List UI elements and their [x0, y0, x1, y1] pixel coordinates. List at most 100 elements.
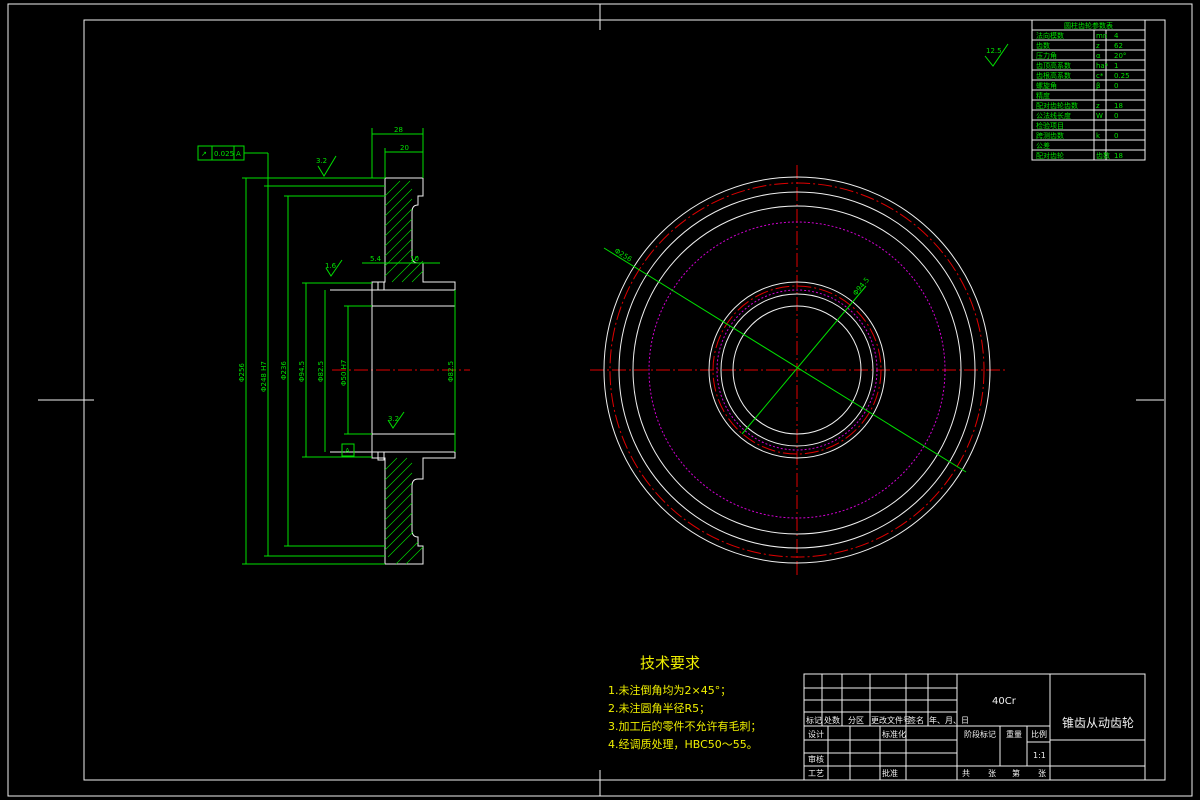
- section-lower-outline: [371, 370, 456, 565]
- tb-header-0: 标记: [806, 715, 822, 725]
- bore-circle: [732, 305, 862, 435]
- keyway-top: [377, 281, 385, 291]
- param-row-name: 跨测齿数: [1036, 131, 1064, 140]
- tb-header-5: 年、月、日: [929, 715, 969, 725]
- param-row-symbol: α: [1096, 52, 1101, 60]
- hatch-upper: [384, 180, 424, 283]
- param-row-value: 20°: [1114, 52, 1126, 60]
- param-row-value: 18: [1114, 152, 1123, 160]
- hatch-lower: [384, 457, 424, 565]
- front-view: Φ256 Φ94.5: [590, 165, 1005, 575]
- dim-dia-root: Φ236: [280, 361, 288, 380]
- outer-circle: [603, 176, 991, 564]
- param-row-value: 4: [1114, 32, 1119, 40]
- dim-dia-pitch: Φ248 H7: [260, 361, 268, 392]
- dim-dia-right: Φ82.5: [447, 361, 455, 382]
- tb-header-2: 分区: [848, 716, 864, 725]
- param-row-symbol: ha*: [1096, 62, 1109, 70]
- tb-sheet-0: 共: [962, 769, 970, 778]
- tb-header-1: 处数: [824, 715, 840, 725]
- param-row-symbol: 齿数: [1096, 151, 1110, 160]
- tb-header-4: 签名: [908, 715, 924, 725]
- keyway-bottom: [377, 451, 385, 461]
- param-row-value: 62: [1114, 42, 1123, 50]
- param-row-symbol: k: [1096, 132, 1101, 140]
- param-row-name: 压力角: [1036, 51, 1057, 60]
- tb-row-design: 设计: [808, 729, 824, 739]
- tb-sheet-2: 第: [1012, 768, 1020, 778]
- hub-red-circle: [712, 285, 882, 455]
- param-row-value: 0: [1114, 112, 1118, 120]
- datum-label: A: [345, 447, 350, 455]
- param-row-name: 齿顶高系数: [1036, 61, 1071, 70]
- tb-scale-value: 1:1: [1033, 751, 1046, 760]
- leader-outer: [603, 247, 967, 473]
- dim-dia-outer: Φ256: [238, 363, 246, 382]
- tb-part-name: 锥齿从动齿轮: [1062, 716, 1134, 730]
- surface-finish-bottom: 3.2: [387, 411, 405, 429]
- param-row-value: 0: [1114, 132, 1118, 140]
- section-view: 28 20 5.4 10 Φ256 Φ248 H7 Φ236 Φ94.5 Φ82…: [197, 126, 470, 565]
- param-row-symbol: c*: [1096, 72, 1104, 80]
- tb-weight: 重量: [1006, 729, 1022, 739]
- front-outer-label: Φ256: [613, 247, 634, 264]
- tech-title: 技术要求: [640, 654, 700, 672]
- tb-sheet-1: 张: [988, 769, 996, 778]
- tb-approval: 批准: [882, 768, 898, 778]
- param-row-name: 法向模数: [1036, 31, 1064, 40]
- surface-finish-mid: 1.6: [325, 259, 343, 277]
- title-block: 标记 处数 分区 更改文件号 签名 年、月、日 设计 审核 工艺 标准化 批准 …: [803, 673, 1146, 781]
- tb-row-review: 审核: [808, 754, 824, 764]
- param-row-symbol: β: [1096, 82, 1100, 90]
- param-row-symbol: mn: [1096, 32, 1107, 40]
- datum-box: [341, 443, 355, 457]
- param-table-title: 圆柱齿轮参数表: [1064, 21, 1113, 30]
- finish-bottom-value: 3.2: [388, 415, 399, 423]
- tolerance-symbol: ↗: [201, 150, 207, 158]
- web-circle-magenta: [648, 221, 946, 519]
- tolerance-value: 0.025: [214, 150, 234, 158]
- tolerance-datum: A: [236, 150, 241, 158]
- finish-top-value: 3.2: [316, 157, 327, 165]
- tb-standardization: 标准化: [882, 729, 906, 739]
- hub-inner-circle: [720, 293, 874, 447]
- param-row-name: 齿根高系数: [1036, 71, 1071, 80]
- web-circle: [632, 205, 962, 535]
- dim-dia-shaft: Φ50 H7: [340, 360, 348, 386]
- param-row-value: 18: [1114, 102, 1123, 110]
- param-row-name: 配对齿轮齿数: [1036, 101, 1078, 110]
- tb-row-process: 工艺: [808, 769, 824, 778]
- surface-finish-top: 3.2: [316, 155, 337, 177]
- tech-item-1: 1.未注倒角均为2×45°；: [608, 683, 731, 697]
- param-row-symbol: W: [1096, 112, 1103, 120]
- dim-width-inner: 20: [400, 144, 409, 152]
- param-row-name: 齿数: [1036, 41, 1050, 50]
- tb-stage-mark: 阶段标记: [964, 729, 996, 739]
- tech-requirements: 技术要求 1.未注倒角均为2×45°； 2.未注圆角半径R5； 3.加工后的零件…: [608, 654, 762, 751]
- param-row-name: 精度: [1036, 91, 1050, 100]
- leader-inner: [741, 285, 867, 435]
- dim-step-left: 5.4: [370, 255, 382, 263]
- section-upper-outline: [371, 177, 456, 370]
- tech-item-2: 2.未注圆角半径R5；: [608, 701, 710, 715]
- finish-general-value: 12.5: [986, 47, 1002, 55]
- param-row-value: 0: [1114, 82, 1118, 90]
- tb-scale-label: 比例: [1031, 729, 1047, 739]
- param-row-name: 螺旋角: [1036, 81, 1057, 90]
- dim-dia-bore: Φ82.5: [317, 361, 325, 382]
- tech-item-3: 3.加工后的零件不允许有毛刺；: [608, 719, 762, 733]
- finish-mid-value: 1.6: [325, 262, 337, 270]
- dim-width-total: 28: [394, 126, 403, 134]
- tb-material: 40Cr: [992, 696, 1017, 707]
- tb-sheet-3: 张: [1038, 769, 1046, 778]
- param-row-name: 公差: [1036, 141, 1050, 150]
- sheet-outer-border: [7, 3, 1193, 797]
- param-row-symbol: z: [1096, 42, 1100, 50]
- hub-magenta-circle: [716, 289, 878, 451]
- hub-outer-circle: [708, 281, 886, 459]
- param-row-name: 配对齿轮: [1036, 151, 1064, 160]
- pitch-circle-red: [609, 182, 985, 558]
- param-row-name: 检验项目: [1036, 121, 1064, 130]
